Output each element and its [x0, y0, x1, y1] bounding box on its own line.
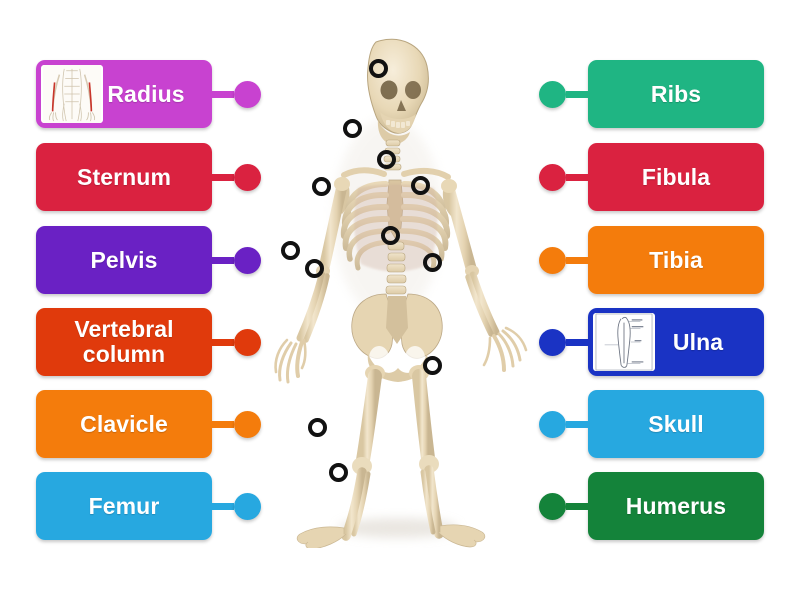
label-text: Radius — [107, 80, 185, 107]
label-card-body: Skull — [588, 390, 764, 458]
target-tibia[interactable] — [308, 418, 327, 437]
label-card-fibula[interactable]: Fibula — [539, 143, 764, 211]
label-card-skull[interactable]: Skull — [539, 390, 764, 458]
label-connector-pelvis[interactable] — [212, 246, 261, 274]
connector-stem — [212, 173, 234, 181]
label-card-body: Sternum — [36, 143, 212, 211]
label-card-body: Femur — [36, 472, 212, 540]
label-connector-femur[interactable] — [212, 492, 261, 520]
connector-stem — [566, 173, 588, 181]
connector-stem — [566, 256, 588, 264]
label-text: Vertebral column — [74, 316, 174, 367]
target-ribs[interactable] — [411, 176, 430, 195]
connector-stem — [566, 502, 588, 510]
label-card-body: Ribs — [588, 60, 764, 128]
connector-stem — [566, 420, 588, 428]
label-card-ribs[interactable]: Ribs — [539, 60, 764, 128]
label-text: Sternum — [77, 163, 171, 190]
label-card-clavicle[interactable]: Clavicle — [36, 390, 261, 458]
label-connector-tibia[interactable] — [539, 246, 588, 274]
label-card-body: Pelvis — [36, 226, 212, 294]
target-skull[interactable] — [369, 59, 388, 78]
target-femur[interactable] — [423, 356, 442, 375]
label-text: Pelvis — [90, 246, 158, 273]
label-card-body: Humerus — [588, 472, 764, 540]
connector-knob[interactable] — [234, 492, 261, 520]
connector-knob[interactable] — [539, 328, 566, 356]
label-card-body: Tibia — [588, 226, 764, 294]
label-connector-radius[interactable] — [212, 80, 261, 108]
connector-knob[interactable] — [539, 410, 566, 438]
connector-stem — [566, 338, 588, 346]
label-card-body: Radius — [36, 60, 212, 128]
skeleton-diagram — [258, 28, 548, 548]
label-card-ulna[interactable]: Ulna — [539, 308, 764, 376]
label-connector-ulna[interactable] — [539, 328, 588, 356]
label-text: Tibia — [649, 246, 703, 273]
label-card-body: Clavicle — [36, 390, 212, 458]
target-clavicle[interactable] — [343, 119, 362, 138]
label-connector-vertebral-column[interactable] — [212, 328, 261, 356]
connector-knob[interactable] — [539, 492, 566, 520]
connector-stem — [212, 420, 234, 428]
label-thumbnail-radius — [41, 65, 103, 123]
connector-knob[interactable] — [539, 80, 566, 108]
connector-knob[interactable] — [234, 410, 261, 438]
connector-stem — [566, 90, 588, 98]
label-card-body: Ulna — [588, 308, 764, 376]
label-connector-ribs[interactable] — [539, 80, 588, 108]
label-connector-fibula[interactable] — [539, 163, 588, 191]
connector-stem — [212, 338, 234, 346]
label-card-femur[interactable]: Femur — [36, 472, 261, 540]
target-humerus[interactable] — [312, 177, 331, 196]
label-text: Fibula — [641, 163, 711, 190]
target-ulna[interactable] — [305, 259, 324, 278]
label-card-vertebral-column[interactable]: Vertebral column — [36, 308, 261, 376]
label-text: Humerus — [625, 492, 727, 519]
label-card-humerus[interactable]: Humerus — [539, 472, 764, 540]
label-text: Ribs — [650, 80, 702, 107]
connector-stem — [212, 502, 234, 510]
label-connector-clavicle[interactable] — [212, 410, 261, 438]
label-card-pelvis[interactable]: Pelvis — [36, 226, 261, 294]
connector-knob[interactable] — [234, 163, 261, 191]
connector-knob[interactable] — [539, 246, 566, 274]
target-sternum[interactable] — [377, 150, 396, 169]
target-radius[interactable] — [281, 241, 300, 260]
label-connector-humerus[interactable] — [539, 492, 588, 520]
label-card-body: Vertebral column — [36, 308, 212, 376]
label-connector-skull[interactable] — [539, 410, 588, 438]
label-thumbnail-ulna — [593, 313, 655, 371]
connector-knob[interactable] — [539, 163, 566, 191]
target-pelvis[interactable] — [423, 253, 442, 272]
label-text: Skull — [648, 410, 704, 437]
connector-stem — [212, 256, 234, 264]
label-card-body: Fibula — [588, 143, 764, 211]
connector-knob[interactable] — [234, 328, 261, 356]
label-text: Femur — [88, 492, 160, 519]
target-fibula[interactable] — [329, 463, 348, 482]
label-text: Ulna — [672, 328, 724, 355]
target-vertebral-column[interactable] — [381, 226, 400, 245]
label-card-sternum[interactable]: Sternum — [36, 143, 261, 211]
connector-knob[interactable] — [234, 246, 261, 274]
connector-knob[interactable] — [234, 80, 261, 108]
label-connector-sternum[interactable] — [212, 163, 261, 191]
connector-stem — [212, 90, 234, 98]
label-card-radius[interactable]: Radius — [36, 60, 261, 128]
label-text: Clavicle — [80, 410, 168, 437]
label-card-tibia[interactable]: Tibia — [539, 226, 764, 294]
